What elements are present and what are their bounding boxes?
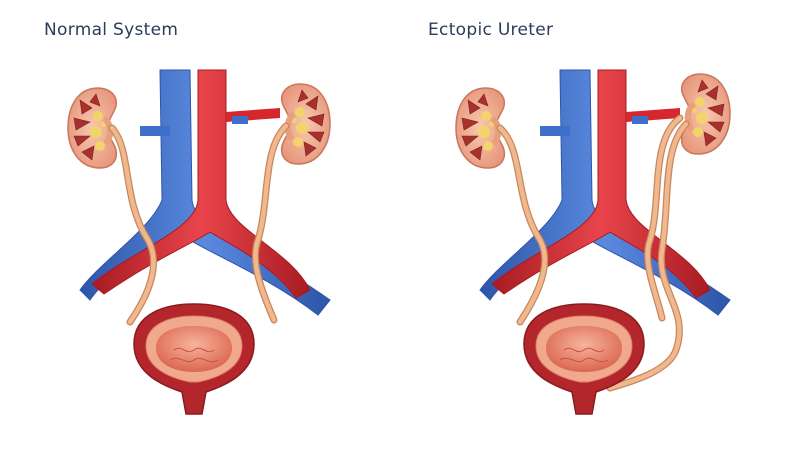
ureters bbox=[496, 114, 690, 392]
right-kidney bbox=[682, 74, 730, 154]
aorta bbox=[491, 69, 711, 299]
panel-title-normal: Normal System bbox=[44, 20, 179, 40]
panel-title-ectopic: Ectopic Ureter bbox=[428, 20, 554, 40]
ectopic-ureter-panel: Ectopic Ureter bbox=[400, 0, 800, 450]
bladder bbox=[133, 303, 255, 415]
right-kidney bbox=[282, 84, 330, 164]
normal-system-panel: Normal System bbox=[0, 20, 400, 415]
aorta bbox=[91, 69, 311, 299]
bladder bbox=[523, 303, 645, 415]
ectopic-anatomy-illustration bbox=[400, 69, 800, 415]
ureters bbox=[108, 122, 290, 326]
normal-anatomy-illustration bbox=[0, 69, 400, 415]
